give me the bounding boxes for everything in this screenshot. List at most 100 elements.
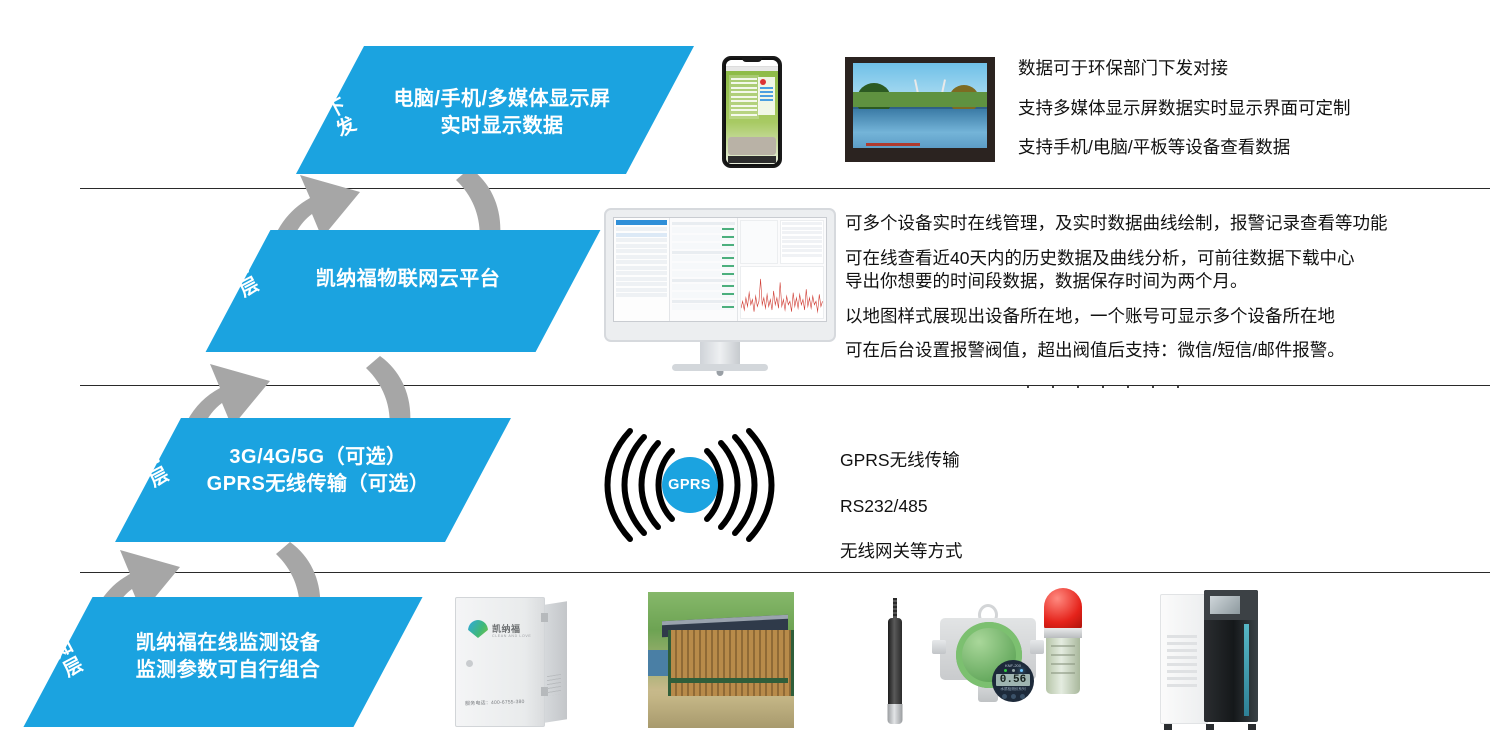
brand-logo-icon xyxy=(468,620,488,638)
probe-tip xyxy=(887,704,903,724)
cabinet-brand-sub: CLEAN AND LOVE xyxy=(492,634,532,638)
apple-logo-icon xyxy=(716,368,724,376)
dashboard-sidebar-row xyxy=(616,243,667,248)
layer-title-transport: 3G/4G/5G（可选） GPRS无线传输（可选） xyxy=(206,446,430,495)
info-line: 支持手机/电脑/平板等设备查看数据 xyxy=(1018,137,1291,157)
dashboard-sidebar-row xyxy=(616,282,667,286)
monitor-bezel xyxy=(604,208,836,342)
dashboard-sidebar-row xyxy=(616,227,667,231)
cabinet-hinge xyxy=(541,613,548,622)
phone-screen xyxy=(726,60,778,164)
dashboard-sidebar-row xyxy=(616,287,667,292)
info-line: RS232/485 xyxy=(840,495,928,516)
water-probe-sensor-image xyxy=(884,598,906,726)
info-line: 数据可于环保部门下发对接 xyxy=(1018,58,1228,78)
probe-cable xyxy=(893,598,897,620)
analyzer-white-shell xyxy=(1160,594,1208,724)
info-ellipsis: · · · · · · · xyxy=(1025,375,1188,396)
device-list-item xyxy=(671,291,736,298)
phone-title-bar xyxy=(726,67,778,72)
beacon-metal-band xyxy=(1044,628,1082,638)
phone-status-bar xyxy=(726,60,778,67)
dashboard-sidebar-row xyxy=(616,265,667,270)
device-list-item xyxy=(671,304,736,310)
detector-face: KNF-200 0.56 水质检测仪系列 xyxy=(992,660,1034,702)
layer-divider-2 xyxy=(80,385,1490,386)
dashboard-sidebar-row xyxy=(616,293,667,297)
dashboard-sidebar-row xyxy=(616,260,667,264)
layer-title-perception: 凯纳福在线监测设备 监测参数可自行组合 xyxy=(135,632,321,681)
gprs-label: GPRS xyxy=(661,457,718,513)
phone-app-body xyxy=(726,71,778,164)
device-group-header xyxy=(671,222,736,225)
monitor-stand-base xyxy=(672,364,768,371)
control-cabinet-image: 凯纳福 CLEAN AND LOVE 服务电话：400-6755-380 xyxy=(455,591,573,731)
cabinet-hinge xyxy=(541,687,548,696)
led-scene-ticker xyxy=(866,143,920,146)
phone-panel-right xyxy=(758,77,775,115)
monitoring-shelter-image xyxy=(648,592,794,728)
dashboard-device-list xyxy=(670,218,739,321)
dashboard-sidebar-header xyxy=(616,220,667,225)
info-line: 以地图样式展现出设备所在地，一个账号可显示多个设备所在地 xyxy=(845,305,1335,326)
layer-divider-1 xyxy=(80,188,1490,189)
info-line: 无线网关等方式 xyxy=(840,541,963,561)
layer-title-data-delivery: 电脑/手机/多媒体显示屏 实时显示数据 xyxy=(393,88,611,137)
dashboard-sidebar-row xyxy=(616,254,667,259)
probe-body xyxy=(888,618,902,708)
device-list-item xyxy=(671,234,736,241)
detector-status-leds xyxy=(1003,668,1023,672)
device-info-card xyxy=(740,220,778,264)
device-list-item xyxy=(671,263,736,269)
info-line: 导出你想要的时间段数据，数据保存时间为两个月。 xyxy=(845,271,1248,291)
dashboard-sidebar-row xyxy=(616,276,667,281)
detector-cable-gland xyxy=(1030,640,1044,654)
phone-notch xyxy=(742,58,762,62)
dashboard-sidebar-row xyxy=(616,238,667,242)
dashboard-sidebar xyxy=(614,218,670,321)
monitor-stand-neck xyxy=(700,342,740,366)
dashboard-sidebar-row xyxy=(616,232,667,237)
led-display-mock xyxy=(845,57,995,162)
cabinet-vent xyxy=(547,673,561,697)
analyzer-legs xyxy=(1162,724,1258,730)
phone-product-image xyxy=(728,137,776,155)
info-line: 可在线查看近40天内的历史数据及曲线分析，可前往数据下载中心 xyxy=(845,247,1355,268)
device-group-header xyxy=(671,250,736,254)
beacon-body xyxy=(1046,638,1080,694)
phone-readings-card xyxy=(729,75,759,119)
realtime-data-chart xyxy=(740,265,824,319)
layer-title-application: 凯纳福物联网云平台 xyxy=(315,268,501,290)
device-list-item xyxy=(671,242,736,249)
led-scene-water xyxy=(853,108,987,148)
shelter-rail xyxy=(668,678,788,683)
layer-divider-3 xyxy=(80,572,1490,573)
phone-footer-bar xyxy=(728,156,776,163)
shelter-ground xyxy=(648,696,794,728)
info-block-application: 可多个设备实时在线管理，及实时数据曲线绘制，报警记录查看等功能 可在线查看近40… xyxy=(845,213,1388,396)
beacon-red-dome xyxy=(1044,588,1082,630)
device-group-header xyxy=(671,279,736,282)
led-scene-lawn xyxy=(853,91,987,108)
cabinet-hotline: 服务电话：400-6755-380 xyxy=(464,698,525,708)
alarm-beacon-image xyxy=(1040,588,1088,700)
device-list-item xyxy=(671,226,736,233)
detector-buttons[interactable] xyxy=(1001,694,1025,700)
monitor-screen-dashboard xyxy=(613,217,827,322)
cabinet-lock-icon xyxy=(466,660,473,667)
detector-series: 水质检测仪系列 xyxy=(1000,687,1026,692)
info-block-transport: GPRS无线传输 RS232/485 无线网关等方式 xyxy=(840,450,963,589)
info-line: GPRS无线传输 xyxy=(840,450,960,470)
records-table xyxy=(779,220,824,264)
analyzer-top-panel xyxy=(1204,590,1258,620)
info-line: 可多个设备实时在线管理，及实时数据曲线绘制，报警记录查看等功能 xyxy=(845,213,1388,233)
gprs-radio-icon: GPRS xyxy=(592,425,787,545)
device-list-item xyxy=(671,271,736,277)
detector-reading: 0.56 xyxy=(995,673,1031,686)
analyzer-vents xyxy=(1167,635,1197,687)
analyzer-light-strip xyxy=(1244,624,1249,716)
cabinet-door: 凯纳福 CLEAN AND LOVE 服务电话：400-6755-380 xyxy=(455,597,545,727)
gas-detector-image: KNF-200 0.56 水质检测仪系列 xyxy=(932,596,1044,728)
detector-model: KNF-200 xyxy=(1004,662,1021,668)
